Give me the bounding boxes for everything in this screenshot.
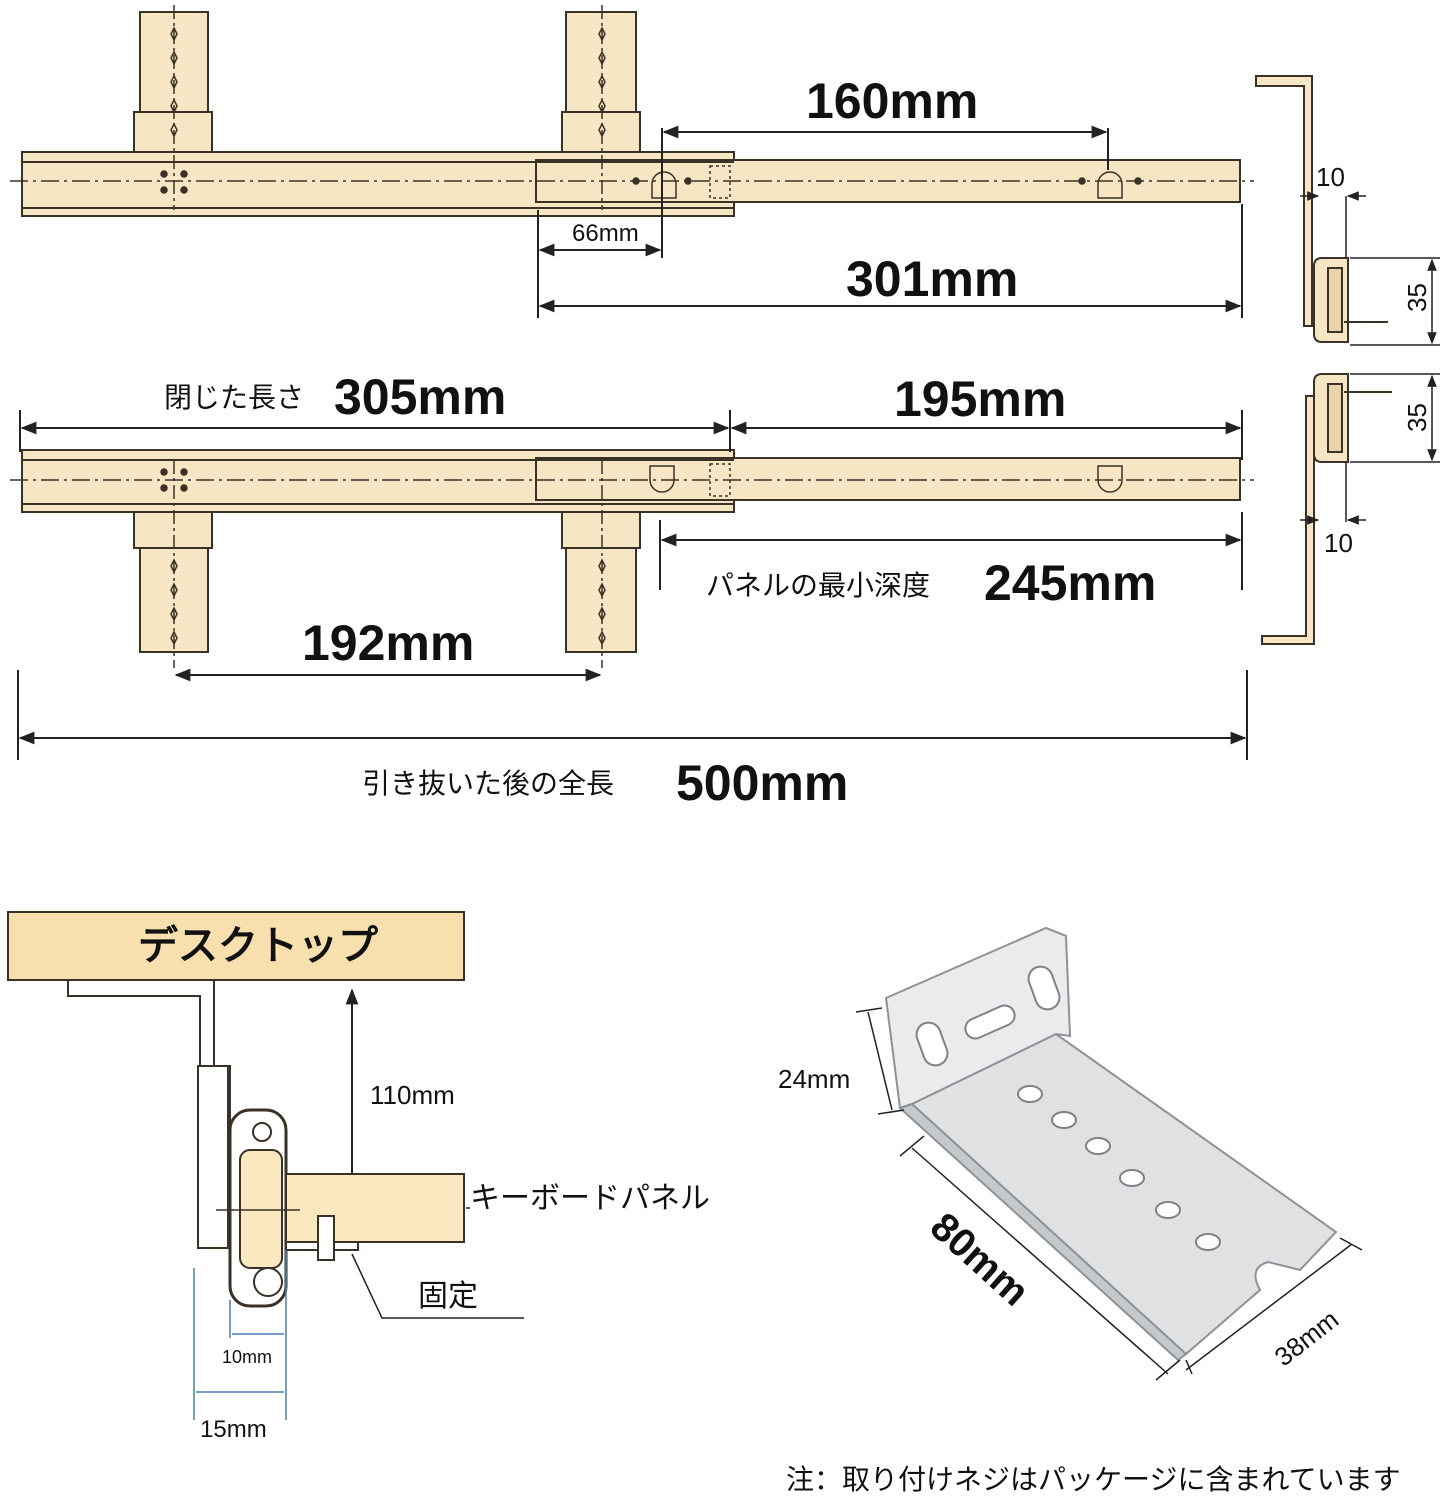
top-slide <box>21 11 1241 217</box>
dim-195-label: 195mm <box>894 371 1067 427</box>
gap-outer-label: 15mm <box>200 1416 267 1443</box>
dim-66-label: 66mm <box>572 220 639 247</box>
bracket <box>855 926 1363 1381</box>
extended-length-label: 引き抜いた後の全長 <box>362 767 615 800</box>
side-bottom-offset: 10 <box>1324 528 1353 558</box>
side-top-height: 35 <box>1402 283 1432 312</box>
install-diagram <box>7 911 524 1420</box>
side-profile-bottom <box>1261 373 1392 645</box>
extended-length-value: 500mm <box>676 755 849 811</box>
keyboard-panel-label: キーボードパネル <box>470 1181 710 1216</box>
dim-160-label: 160mm <box>806 73 979 129</box>
bracket-base <box>910 1032 1338 1356</box>
bottom-rail-inner <box>535 457 1241 501</box>
side-bottom-height: 35 <box>1402 403 1432 432</box>
closed-length-label: 閉じた長さ <box>164 381 305 414</box>
side-top-offset: 10 <box>1316 162 1345 192</box>
gap-inner-label: 10mm <box>222 1347 273 1367</box>
fixed-label: 固定 <box>418 1279 478 1314</box>
desktop-label: デスクトップ <box>138 923 378 969</box>
height-110-label: 110mm <box>370 1080 455 1110</box>
min-depth-value: 245mm <box>984 555 1157 611</box>
note-text: 注：取り付けネジはパッケージに含まれています <box>786 1463 1401 1496</box>
desktop-board <box>7 911 465 981</box>
keyboard-panel <box>285 1173 465 1243</box>
dim-192-label: 192mm <box>302 615 475 671</box>
dim-301-label: 301mm <box>846 251 1019 307</box>
closed-length-value: 305mm <box>334 369 507 425</box>
min-depth-label: パネルの最小深度 <box>706 569 931 602</box>
side-profile-top <box>1255 75 1388 343</box>
bracket-height-label: 24mm <box>778 1064 851 1094</box>
